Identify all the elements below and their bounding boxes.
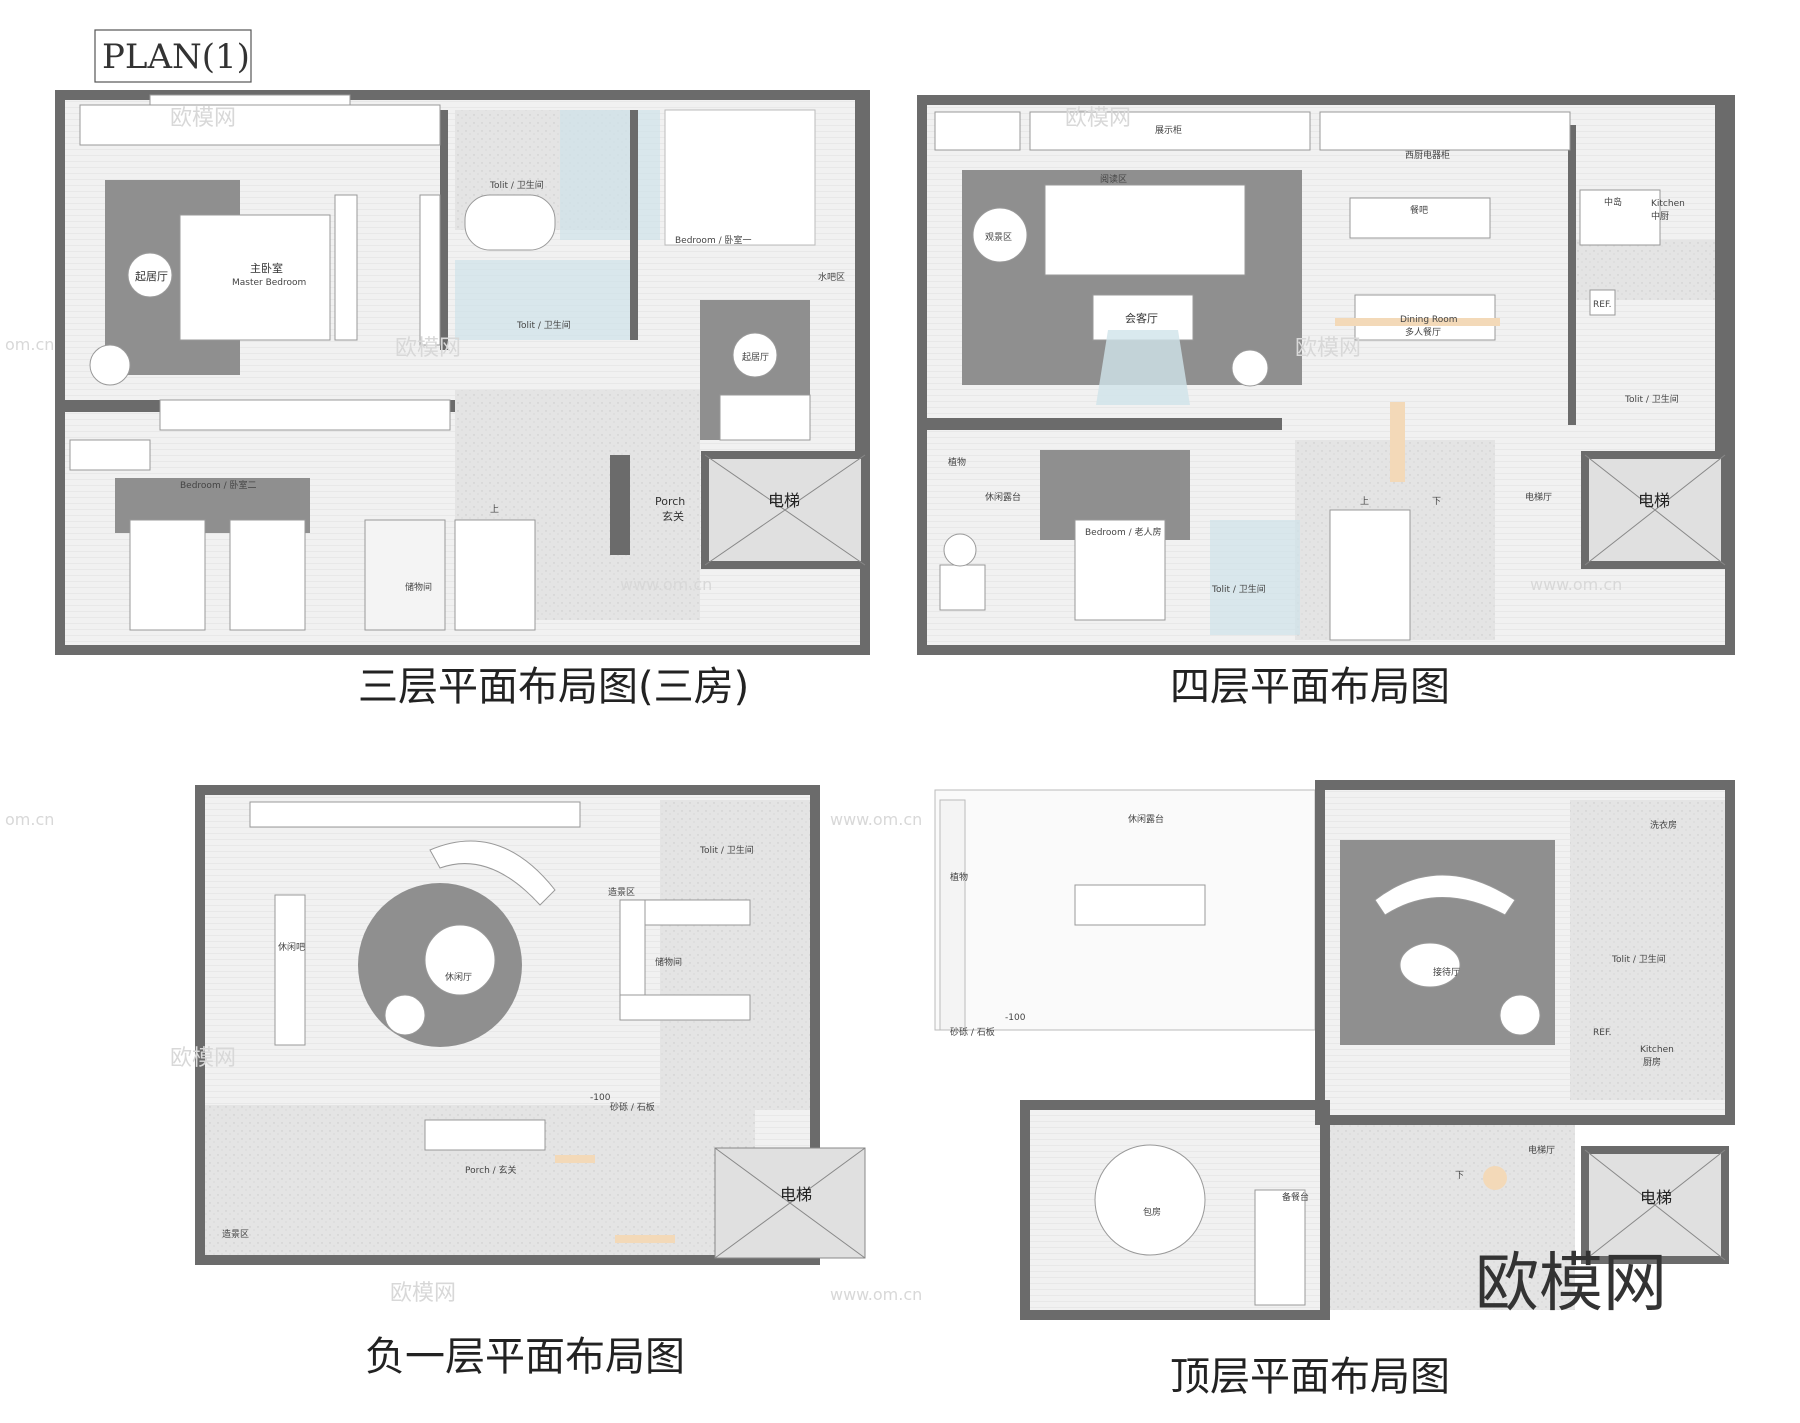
fourth-view-label: 观景区 <box>985 232 1012 243</box>
watermark-url-3: www.om.cn <box>830 810 922 829</box>
third-porch-cn-label: 玄关 <box>662 509 684 523</box>
top-plant-label: 植物 <box>950 871 968 883</box>
fourth-elder-label: Bedroom / 老人房 <box>1085 526 1161 538</box>
fourth-toilet2-label: Tolit / 卫生间 <box>1211 583 1266 595</box>
top-floor-caption: 顶层平面布局图 <box>1170 1354 1450 1400</box>
top-kitchen-en-label: Kitchen <box>1640 1045 1674 1055</box>
top-reception-label: 接待厅 <box>1433 966 1460 978</box>
top-laundry-label: 洗衣房 <box>1650 819 1677 831</box>
top-kitchen-cn-label: 厨房 <box>1643 1056 1661 1068</box>
third-bedroom2-label: Bedroom / 卧室二 <box>180 479 256 491</box>
fourth-ref-label: REF. <box>1593 300 1612 310</box>
plan-tag: PLAN(1) <box>102 37 250 77</box>
top-private-room-label: 包房 <box>1143 1206 1161 1218</box>
basement-porch-label: Porch / 玄关 <box>465 1164 517 1176</box>
basement-plan: 休闲吧 休闲厅 造景区 Tolit / 卫生间 储物间 砂砾 / 石板 -100… <box>195 785 866 1265</box>
fourth-dining-cn-label: 多人餐厅 <box>1405 326 1441 338</box>
watermark-5: 欧模网 <box>170 1046 236 1071</box>
plan-tag-box <box>94 29 252 83</box>
fourth-elevator-label: 电梯 <box>1638 491 1670 510</box>
watermark-4: 欧模网 <box>1295 336 1361 361</box>
basement-landscape-label: 造景区 <box>608 886 635 898</box>
fourth-kitchen-cn-label: 中厨 <box>1651 210 1669 222</box>
top-terrace-label: 休闲露台 <box>1128 813 1164 825</box>
watermark-url-2: www.om.cn <box>1530 575 1622 594</box>
fourth-reception-label: 会客厅 <box>1125 311 1158 325</box>
third-bedroom1-label: Bedroom / 卧室一 <box>675 234 751 246</box>
basement-level-label: -100 <box>590 1093 611 1103</box>
third-floor-caption: 三层平面布局图(三房) <box>358 664 749 710</box>
top-elev-hall-label: 电梯厅 <box>1528 1144 1555 1156</box>
brand-watermark: 欧模网 <box>1475 1247 1667 1321</box>
fourth-floor-caption: 四层平面布局图 <box>1170 664 1450 710</box>
watermark-1: 欧模网 <box>170 106 236 131</box>
fourth-up-label: 上 <box>1360 496 1369 507</box>
fourth-plant-label: 植物 <box>948 456 966 468</box>
third-living2-label: 起居厅 <box>742 352 769 363</box>
fourth-dining-en-label: Dining Room <box>1400 315 1458 325</box>
third-water-bar-label: 水吧区 <box>818 271 845 283</box>
fourth-display-label: 展示柜 <box>1155 124 1182 136</box>
basement-elevator-label: 电梯 <box>780 1185 812 1204</box>
fourth-island-label: 中岛 <box>1604 196 1622 208</box>
third-porch-en-label: Porch <box>655 495 685 508</box>
third-floor-plan: 起居厅 主卧室 Master Bedroom Tolit / 卫生间 Tolit… <box>55 90 870 655</box>
top-elevator-label: 电梯 <box>1640 1188 1672 1207</box>
top-ref-label: REF. <box>1593 1028 1612 1038</box>
third-toilet2-label: Tolit / 卫生间 <box>516 319 571 331</box>
watermark-short-2: om.cn <box>5 810 54 829</box>
fourth-bar-label: 餐吧 <box>1410 204 1428 216</box>
basement-gravel-label: 砂砾 / 石板 <box>610 1101 655 1113</box>
basement-caption: 负一层平面布局图 <box>365 1334 685 1380</box>
fourth-western-cabinet-label: 西厨电器柜 <box>1405 149 1450 161</box>
top-prep-label: 备餐台 <box>1282 1191 1309 1203</box>
third-elevator-label: 电梯 <box>768 491 800 510</box>
fourth-down-label: 下 <box>1432 497 1441 507</box>
third-toilet1-label: Tolit / 卫生间 <box>489 179 544 191</box>
third-master-cn-label: 主卧室 <box>250 261 283 275</box>
top-toilet-label: Tolit / 卫生间 <box>1611 953 1666 965</box>
watermark-6: 欧模网 <box>390 1281 456 1306</box>
watermark-url-4: www.om.cn <box>830 1285 922 1304</box>
third-storage-label: 储物间 <box>405 581 432 593</box>
top-floor-plan: 休闲露台 植物 -100 砂砾 / 石板 接待厅 洗衣房 Tolit / 卫生间… <box>934 780 1735 1320</box>
third-living-label: 起居厅 <box>135 270 168 283</box>
watermark-3: 欧模网 <box>1065 106 1131 131</box>
fourth-elev-hall-label: 电梯厅 <box>1525 491 1552 503</box>
watermark-2: 欧模网 <box>395 336 461 361</box>
third-master-en-label: Master Bedroom <box>232 278 306 288</box>
fourth-kitchen-en-label: Kitchen <box>1651 199 1685 209</box>
basement-storage-label: 储物间 <box>655 956 682 968</box>
top-gravel-label: 砂砾 / 石板 <box>950 1026 995 1038</box>
fourth-floor-plan: 展示柜 阅读区 观景区 会客厅 西厨电器柜 餐吧 Kitchen 中厨 中岛 D… <box>917 95 1735 655</box>
fourth-reading-label: 阅读区 <box>1100 173 1127 185</box>
watermark-short-1: om.cn <box>5 335 54 354</box>
top-level-label: -100 <box>1005 1013 1026 1023</box>
basement-lounge-label: 休闲厅 <box>445 971 472 983</box>
watermark-url-1: www.om.cn <box>620 575 712 594</box>
basement-toilet-label: Tolit / 卫生间 <box>699 844 754 856</box>
third-up-label: 上 <box>490 504 499 515</box>
fourth-terrace-label: 休闲露台 <box>985 491 1021 503</box>
fourth-toilet-label: Tolit / 卫生间 <box>1624 393 1679 405</box>
basement-landscape2-label: 造景区 <box>222 1228 249 1240</box>
top-down-label: 下 <box>1455 1171 1464 1181</box>
basement-bar-label: 休闲吧 <box>278 941 305 953</box>
